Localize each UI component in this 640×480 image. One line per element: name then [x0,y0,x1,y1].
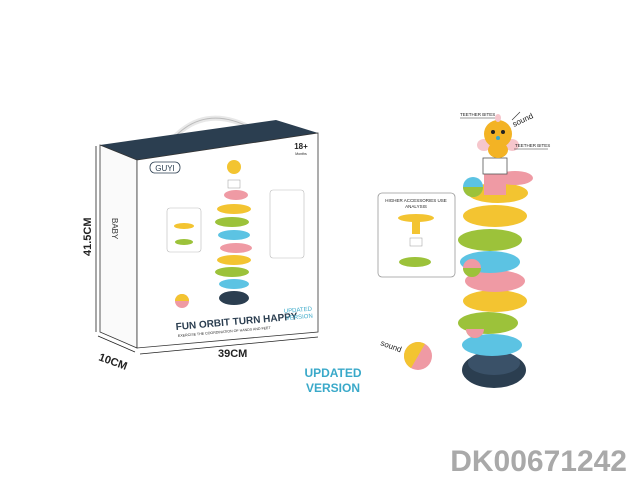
label-teether-top: TEETHER BITES [460,112,495,117]
box-side [99,144,138,349]
age-label: 18+ [294,142,308,151]
box-tower-illustration [175,160,252,308]
tower-toy [458,114,533,388]
accessories-title-2: ANALYSIS [405,204,427,209]
package-box: GUYI 18+ Months BABY FUN ORBIT TURN HAPP… [99,115,319,349]
dimensions [95,146,319,355]
accessories-title-1: HIGHER ACCESSORIES USE [385,198,447,203]
bear-teether [477,114,519,158]
box-badge-2: VERSION [286,314,313,322]
side-text: BABY [110,218,119,240]
brand-logo: GUYI [155,164,175,173]
label-sound: sound [511,111,535,128]
updated-version-1: UPDATED [304,366,361,380]
label-teether-side: TEETHER BITES [515,143,550,148]
dim-depth: 10CM [97,352,129,373]
ball-sound-label: sound [379,338,403,354]
sound-ball [404,342,432,370]
dim-height: 41.5CM [82,217,94,256]
product-code: DK00671242 [450,445,627,478]
dim-width: 39CM [218,348,247,360]
box-badge-1: UPDATED [284,306,313,314]
box-top [100,120,318,160]
updated-version-2: VERSION [306,381,360,395]
age-sub: Months [295,152,307,156]
accessories-panel [377,192,456,278]
